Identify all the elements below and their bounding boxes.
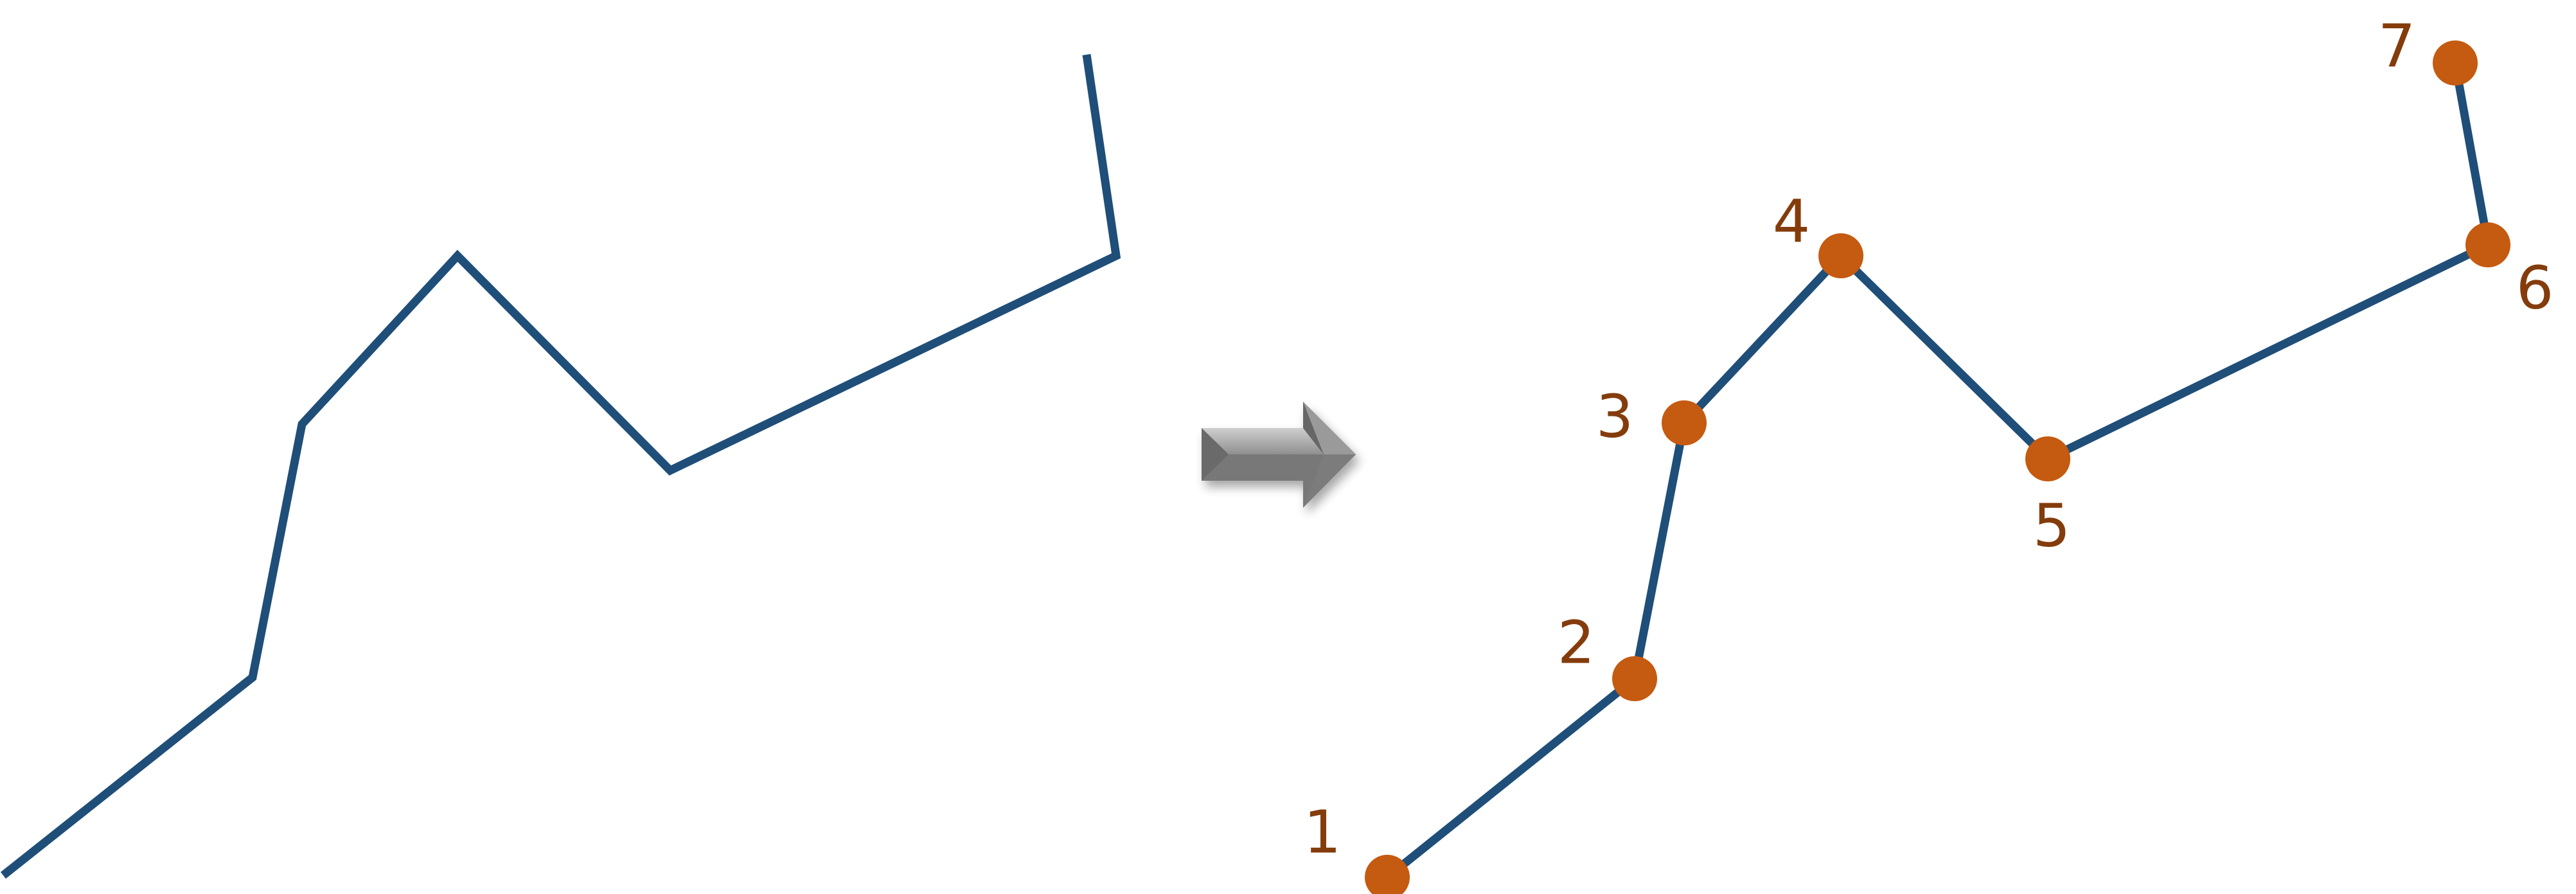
vertex-point-4 xyxy=(1818,233,1863,278)
right-arrow-icon xyxy=(1202,402,1356,508)
vertex-point-7 xyxy=(2433,40,2478,85)
vertex-labels: 1 2 3 4 5 6 7 xyxy=(1304,12,2554,867)
vertex-label-7: 7 xyxy=(2378,12,2416,81)
vertex-label-5: 5 xyxy=(2033,492,2071,560)
vertex-label-4: 4 xyxy=(1773,188,1811,256)
vertex-label-1: 1 xyxy=(1304,798,1342,867)
vertex-point-5 xyxy=(2025,436,2070,481)
vertex-point-2 xyxy=(1612,656,1657,701)
vertex-point-3 xyxy=(1662,400,1707,445)
vertex-label-3: 3 xyxy=(1596,382,1634,451)
vertex-label-6: 6 xyxy=(2516,254,2554,323)
vertex-label-2: 2 xyxy=(1558,609,1595,677)
vertex-points xyxy=(1365,40,2510,894)
vertex-point-6 xyxy=(2465,222,2510,267)
output-polyline xyxy=(1384,62,2493,881)
vertex-point-1 xyxy=(1365,855,1410,894)
input-polyline xyxy=(0,54,1121,879)
